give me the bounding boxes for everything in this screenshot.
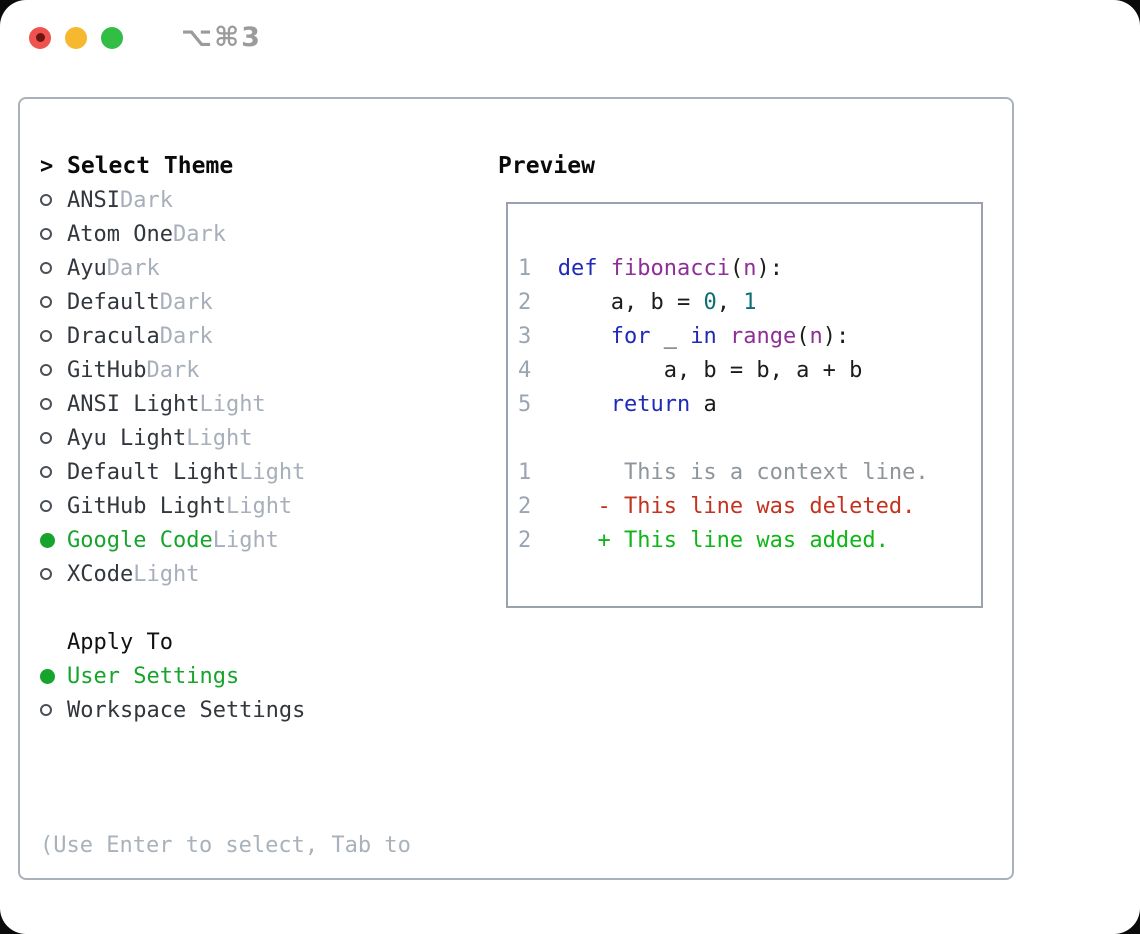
theme-option-default-light[interactable]: Default Light Light [40, 455, 498, 489]
theme-name: GitHub Light [67, 493, 226, 519]
theme-option-google-code[interactable]: Google Code Light [40, 523, 498, 557]
radio-icon [40, 228, 52, 240]
theme-variant-label: Dark [159, 323, 213, 349]
radio-icon [40, 296, 52, 308]
radio-icon [40, 194, 52, 206]
theme-name: Ayu [67, 255, 107, 281]
theme-name: GitHub [67, 357, 147, 383]
preview-line-6 [518, 422, 973, 456]
theme-variant-label: Dark [159, 289, 213, 315]
preview-line-8: 2 - This line was deleted. [518, 494, 916, 519]
preview-column: Preview 1 def fibonacci(n): 2 a, b = 0, 1… [498, 99, 1012, 878]
select-theme-title: Select Theme [67, 153, 234, 179]
preview-line-7: 1 This is a context line. [518, 460, 929, 485]
cursor-caret-icon: > [40, 153, 54, 179]
radio-icon [40, 466, 52, 478]
theme-variant-label: Light [212, 527, 279, 553]
preview-line-3: 3 for _ in range(n): [518, 324, 850, 349]
theme-variant-label: Light [239, 459, 306, 485]
theme-name: Google Code [67, 527, 213, 553]
theme-option-ayu-light[interactable]: Ayu Light Light [40, 421, 498, 455]
radio-icon [40, 704, 52, 716]
radio-icon [40, 330, 52, 342]
spacer [40, 727, 498, 761]
preview-header-row: Preview [498, 149, 983, 183]
preview-line-1: 1 def fibonacci(n): [518, 256, 783, 281]
titlebar: ⌥⌘3 [0, 0, 1140, 75]
theme-name: Dracula [67, 323, 160, 349]
theme-name: Ayu Light [67, 425, 187, 451]
close-button[interactable] [29, 26, 51, 49]
radio-selected-icon [40, 532, 55, 548]
theme-option-github[interactable]: GitHub Dark [40, 353, 498, 387]
theme-name: ANSI Light [67, 391, 200, 417]
spacer [40, 591, 498, 625]
theme-variant-label: Dark [172, 221, 226, 247]
keyboard-hint: (Use Enter to select, Tab to change focu… [40, 761, 498, 934]
preview-line-4: 4 a, b = b, a + b [518, 358, 863, 383]
theme-name: XCode [67, 561, 134, 587]
theme-option-dracula[interactable]: Dracula Dark [40, 319, 498, 353]
theme-variant-label: Light [225, 493, 293, 519]
theme-name: Atom One [67, 221, 173, 247]
apply-to-title: Apply To [67, 629, 173, 655]
theme-variant-label: Light [199, 391, 266, 417]
theme-option-ansi[interactable]: ANSI Dark [40, 183, 498, 217]
apply-option-workspace-settings[interactable]: Workspace Settings [40, 693, 498, 727]
preview-line-9: 2 + This line was added. [518, 528, 889, 553]
window-title: ⌥⌘3 [181, 22, 262, 53]
radio-icon [40, 432, 52, 444]
theme-option-ansi-light[interactable]: ANSI Light Light [40, 387, 498, 421]
theme-name: Default Light [67, 459, 240, 485]
apply-option-label: User Settings [67, 663, 240, 689]
maximize-button[interactable] [101, 26, 123, 49]
theme-option-ayu[interactable]: Ayu Dark [40, 251, 498, 285]
radio-selected-icon [40, 668, 55, 684]
theme-option-default[interactable]: Default Dark [40, 285, 498, 319]
theme-name: Default [67, 289, 160, 315]
theme-option-xcode[interactable]: XCode Light [40, 557, 498, 591]
theme-variant-label: Light [133, 561, 200, 587]
apply-option-user-settings[interactable]: User Settings [40, 659, 498, 693]
theme-variant-label: Dark [106, 255, 160, 281]
radio-icon [40, 398, 52, 410]
radio-icon [40, 500, 52, 512]
theme-name: ANSI [67, 187, 120, 213]
theme-variant-label: Dark [119, 187, 173, 213]
preview-line-2: 2 a, b = 0, 1 [518, 290, 757, 315]
theme-variant-label: Light [186, 425, 253, 451]
preview-box: 1 def fibonacci(n): 2 a, b = 0, 1 3 for _ … [506, 202, 983, 608]
theme-option-atom-one[interactable]: Atom One Dark [40, 217, 498, 251]
theme-option-github-light[interactable]: GitHub Light Light [40, 489, 498, 523]
radio-icon [40, 262, 52, 274]
preview-title: Preview [498, 153, 595, 179]
minimize-button[interactable] [65, 26, 87, 49]
preview-line-5: 5 return a [518, 392, 717, 417]
hint-line-1: (Use Enter to select, Tab to [40, 833, 411, 858]
radio-icon [40, 364, 52, 376]
close-dot-icon [35, 33, 45, 42]
radio-icon [40, 568, 52, 580]
apply-option-label: Workspace Settings [67, 697, 306, 723]
apply-to-header-row: Apply To [40, 625, 498, 659]
select-theme-header-row: > Select Theme [40, 149, 498, 183]
theme-variant-label: Dark [146, 357, 200, 383]
